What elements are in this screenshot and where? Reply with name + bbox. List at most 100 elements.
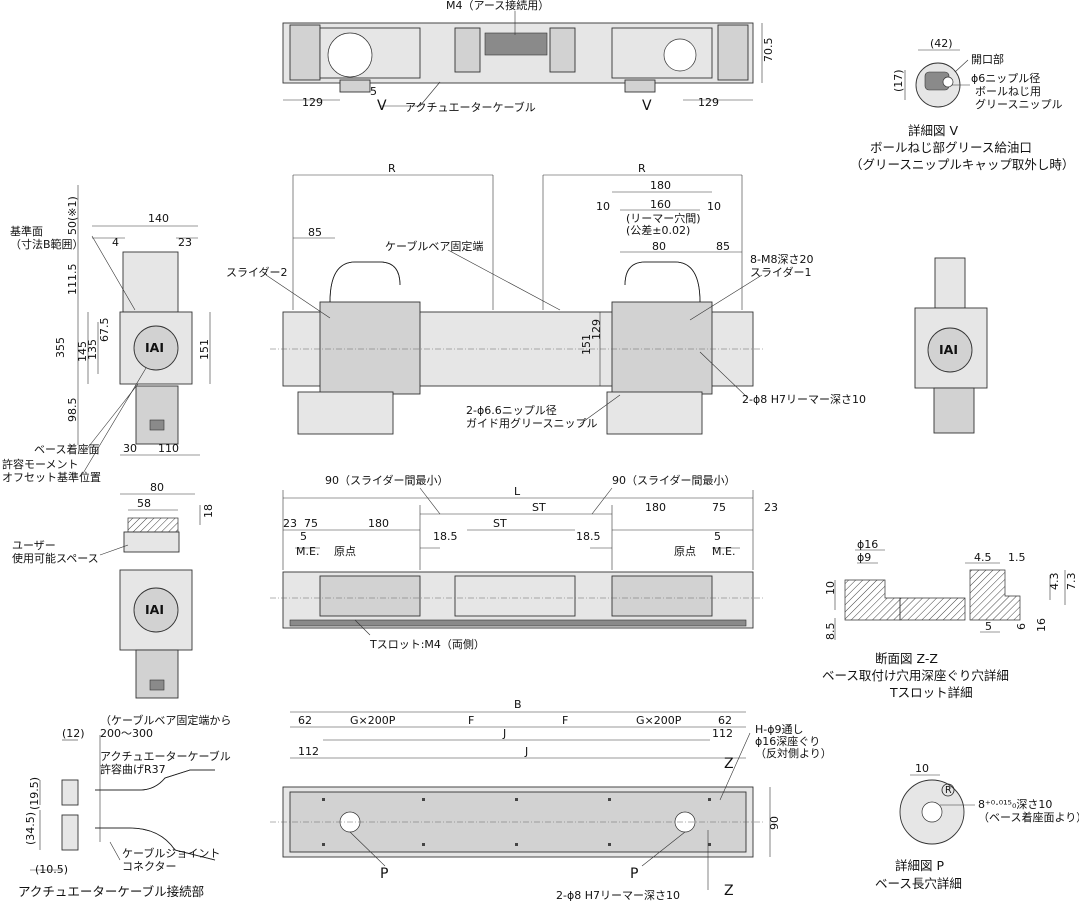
top-dim-70-5: 70.5 (762, 38, 775, 63)
detail-p-caption-2: ベース長穴詳細 (875, 876, 962, 891)
front-dim-r-right: R (638, 162, 646, 175)
detail-v-nipple-2: ボールねじ用 (975, 85, 1041, 98)
side-dim-50: 50(※1) (66, 196, 79, 235)
moment-label-2: オフセット基準位置 (2, 470, 101, 484)
cc-dim-10-5: (10.5) (35, 863, 68, 876)
plan-dim-180-right: 180 (645, 501, 666, 514)
plan-dim-75-right: 75 (712, 501, 726, 514)
front-dim-85-right: 85 (716, 240, 730, 253)
cc-cable-label-1: アクチュエーターケーブル (100, 749, 231, 763)
cross-view: IAI 80 58 18 ユーザー 使用可能スペース (12, 481, 215, 699)
marker-p-right: P (630, 866, 638, 882)
side-dim-67-5: 67.5 (98, 318, 111, 343)
detail-v-width: (42) (930, 37, 953, 50)
user-space-1: ユーザー (12, 539, 56, 552)
base-dim-112-right: 112 (712, 727, 733, 740)
plan-dim-90-left: 90（スライダー間最小） (325, 473, 449, 487)
base-mount-label: ベース着座面 (34, 442, 99, 456)
plan-origin-right: 原点 (674, 545, 696, 558)
zz-dim-7-3: 7.3 (1065, 573, 1078, 591)
detail-p-dim-r: R (945, 785, 952, 796)
top-dim-5: 5 (370, 85, 377, 98)
cable-connect: (12) （ケーブルベア固定端から 200〜300 アクチュエーターケーブル 許… (18, 713, 231, 899)
side-dim-23: 23 (178, 236, 192, 249)
plan-view: 90（スライダー間最小） 90（スライダー間最小） L ST ST 23 75 … (270, 473, 778, 651)
base-dim-112-left: 112 (298, 745, 319, 758)
base-dim-62-left: 62 (298, 714, 312, 727)
base-dim-g-left: G×200P (350, 714, 396, 727)
detail-v-nipple-1: ϕ6ニップル径 (971, 72, 1040, 85)
zz-dim-4-3: 4.3 (1048, 573, 1061, 591)
plan-dim-18-5-right: 18.5 (576, 530, 601, 543)
plan-dim-st-1: ST (532, 501, 546, 514)
plan-dim-180-left: 180 (368, 517, 389, 530)
tslot-label: Tスロット:M4（両側） (369, 638, 485, 651)
plan-dim-75-left: 75 (304, 517, 318, 530)
base-hole-label-3: （反対側より） (755, 746, 832, 760)
side-dim-140: 140 (148, 212, 169, 225)
zz-dim-1-5: 1.5 (1008, 551, 1026, 564)
cc-cable-label-2: 許容曲げR37 (100, 762, 166, 776)
ref-surface-1: 基準面 (10, 224, 43, 238)
plan-dim-18-5-left: 18.5 (433, 530, 458, 543)
front-dim-160: 160 (650, 198, 671, 211)
marker-z-top: Z (724, 756, 734, 772)
detail-p: 10 R 8⁺⁰·⁰¹⁵₀深さ10 （ベース着座面より） 詳細図 P ベース長穴… (875, 762, 1079, 891)
base-dim-j-1: J (502, 727, 506, 740)
side-dim-355: 355 (54, 337, 67, 358)
plan-me-right: M.E. (712, 545, 735, 558)
plan-dim-90-right: 90（スライダー間最小） (612, 473, 736, 487)
base-dim-90: 90 (768, 816, 781, 830)
detail-p-hole-1: 8⁺⁰·⁰¹⁵₀深さ10 (978, 798, 1052, 811)
top-dim-129-left: 129 (302, 96, 323, 109)
base-dim-b: B (514, 698, 522, 711)
front-dim-10-left: 10 (596, 200, 610, 213)
reamer-label-2: (公差±0.02) (626, 223, 690, 237)
front-dim-r-left: R (388, 162, 396, 175)
moment-label-1: 許容モーメント (2, 457, 79, 471)
side-dim-111-5: 111.5 (66, 264, 79, 296)
base-dim-f-left: F (468, 714, 474, 727)
front-reamer-hole: 2-ϕ8 H7リーマー深さ10 (742, 393, 866, 406)
zz-caption-1: 断面図 Z-Z (875, 651, 938, 666)
top-view: M4（アース接続用） 129 129 5 70.5 V V アクチュエーターケー… (282, 0, 775, 114)
zz-dim-16: ϕ16 (857, 538, 878, 551)
slider2-label: スライダー2 (226, 265, 288, 279)
cable-bear-label: ケーブルベア固定端 (385, 239, 483, 253)
base-dim-62-right: 62 (718, 714, 732, 727)
cc-joint-label-1: ケーブルジョイント (122, 846, 220, 860)
side-view: IAI 基準面 （寸法B範囲） 140 4 23 50(※1) 111.5 35… (2, 185, 211, 484)
plan-origin-left: 原点 (334, 545, 356, 558)
plan-me-left: M.E. (296, 545, 319, 558)
cross-dim-58: 58 (137, 497, 151, 510)
front-dim-10-right: 10 (707, 200, 721, 213)
detail-p-caption-1: 詳細図 P (895, 858, 944, 873)
plan-dim-st-2: ST (493, 517, 507, 530)
cc-dim-19-5: (19.5) (28, 777, 41, 810)
detail-v-caption-3: （グリースニップルキャップ取外し時） (850, 157, 1074, 172)
base-dim-f-right: F (562, 714, 568, 727)
cross-dim-80: 80 (150, 481, 164, 494)
detail-v-caption-1: 詳細図 V (908, 123, 958, 138)
base-reamer-hole: 2-ϕ8 H7リーマー深さ10 (556, 889, 680, 902)
slider1-label: スライダー1 (750, 265, 812, 279)
plan-dim-l: L (514, 485, 521, 498)
detail-v-caption-2: ボールねじ部グリース給油口 (870, 140, 1032, 155)
base-dim-g-right: G×200P (636, 714, 682, 727)
ground-label: M4（アース接続用） (446, 0, 549, 12)
cc-caption: アクチュエーターケーブル接続部 (18, 884, 204, 899)
top-dim-129-right: 129 (698, 96, 719, 109)
front-dim-180: 180 (650, 179, 671, 192)
m8-label: 8-M8深さ20 (750, 253, 813, 266)
base-hole-label-2: ϕ16深座ぐり (755, 734, 820, 748)
top-cable-label: アクチュエーターケーブル (405, 100, 536, 114)
user-space-2: 使用可能スペース (12, 551, 99, 565)
reamer-label-1: (リーマー穴間) (626, 211, 701, 225)
zz-dim-4-5: 4.5 (974, 551, 992, 564)
zz-dim-10: 10 (824, 581, 837, 595)
base-hole-label-1: H-ϕ9通し (755, 723, 804, 736)
svg-text:IAI: IAI (145, 602, 164, 617)
right-end-view: IAI (914, 257, 988, 434)
cross-dim-18: 18 (202, 504, 215, 518)
plan-dim-23-left: 23 (283, 517, 297, 530)
